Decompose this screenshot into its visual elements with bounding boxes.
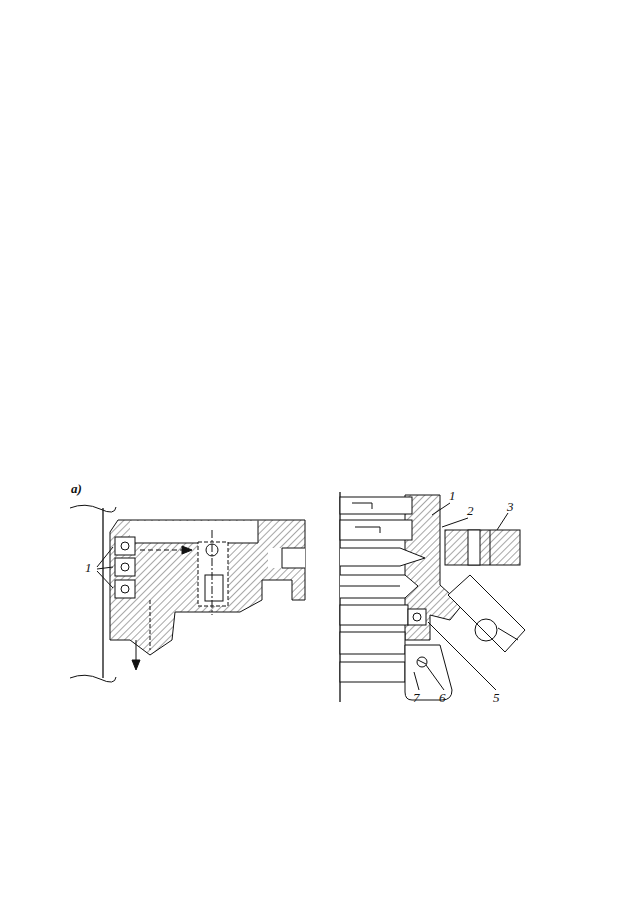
callout-number: 3 bbox=[506, 500, 515, 514]
callout-number: 6 bbox=[438, 691, 447, 705]
callout-number: 1 bbox=[448, 489, 457, 503]
callout-number: 1 bbox=[84, 561, 93, 575]
callout-number: 7 bbox=[412, 691, 421, 705]
figure-label: a) bbox=[70, 482, 83, 496]
callout-number: 2 bbox=[466, 504, 475, 518]
callout-number: 5 bbox=[492, 691, 501, 705]
